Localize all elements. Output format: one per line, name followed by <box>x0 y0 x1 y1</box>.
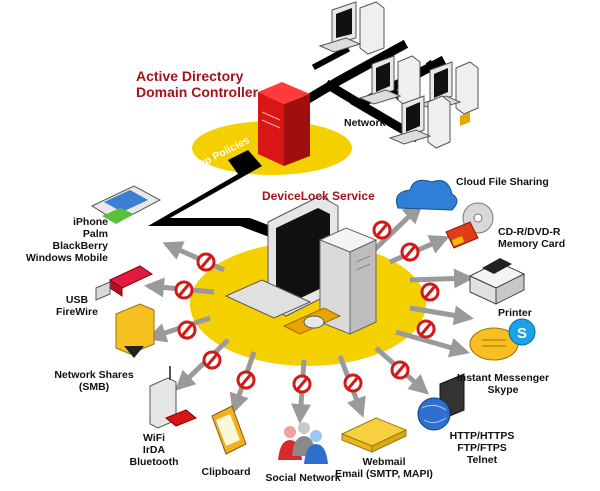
domain-controller-server <box>258 82 310 166</box>
devicelock-service-label: DeviceLock Service <box>262 189 375 203</box>
devicelock-computer <box>224 195 378 335</box>
page-title: Active Directory Domain Controller <box>136 68 259 100</box>
cloud-icon <box>396 179 458 211</box>
block-cloud <box>372 220 392 240</box>
block-shares <box>177 320 197 340</box>
workstation-1 <box>318 1 385 55</box>
cd-card-icon <box>445 202 494 249</box>
block-im <box>416 319 436 339</box>
printer-icon <box>468 258 526 305</box>
im-label: Instant Messenger Skype <box>456 372 550 396</box>
workstation-3 <box>418 61 479 115</box>
webmail-label: Webmail Email (SMTP, MAPI) <box>335 456 433 480</box>
block-clipboard <box>236 370 256 390</box>
printer-label: Printer <box>498 307 532 319</box>
envelope-icon <box>340 417 408 453</box>
block-web <box>390 360 410 380</box>
block-mobile <box>196 252 216 272</box>
block-social <box>292 374 312 394</box>
wifi-device-icon <box>149 366 197 429</box>
globe-icon <box>417 373 465 431</box>
web-label: HTTP/HTTPS FTP/FTPS Telnet <box>449 430 515 466</box>
workstation-2 <box>358 55 421 107</box>
block-usb <box>174 280 194 300</box>
block-wifi <box>202 350 222 370</box>
network-label: Network <box>344 117 386 129</box>
wifi-label: WiFi IrDA Bluetooth <box>129 432 179 468</box>
mobile-label: iPhone Palm BlackBerry Windows Mobile <box>25 216 108 264</box>
usb-label: USB FireWire <box>56 294 98 318</box>
social-label: Social Network <box>265 472 341 484</box>
folder-icon <box>115 303 155 358</box>
cd-label: CD-R/DVD-R Memory Card <box>498 226 566 250</box>
workstation-4 <box>388 95 470 149</box>
block-webmail <box>343 373 363 393</box>
svg-text:S: S <box>517 325 527 342</box>
skype-icon: S <box>508 318 536 346</box>
shares-label: Network Shares (SMB) <box>54 369 134 393</box>
clipboard-label: Clipboard <box>201 466 251 478</box>
block-printer <box>420 282 440 302</box>
clipboard-icon <box>211 405 247 455</box>
block-cd <box>400 242 420 262</box>
cloud-label: Cloud File Sharing <box>456 176 549 188</box>
usb-stick-icon <box>95 265 154 301</box>
block-symbols <box>174 220 440 394</box>
people-icon <box>278 422 328 464</box>
pda-icon <box>90 185 162 224</box>
